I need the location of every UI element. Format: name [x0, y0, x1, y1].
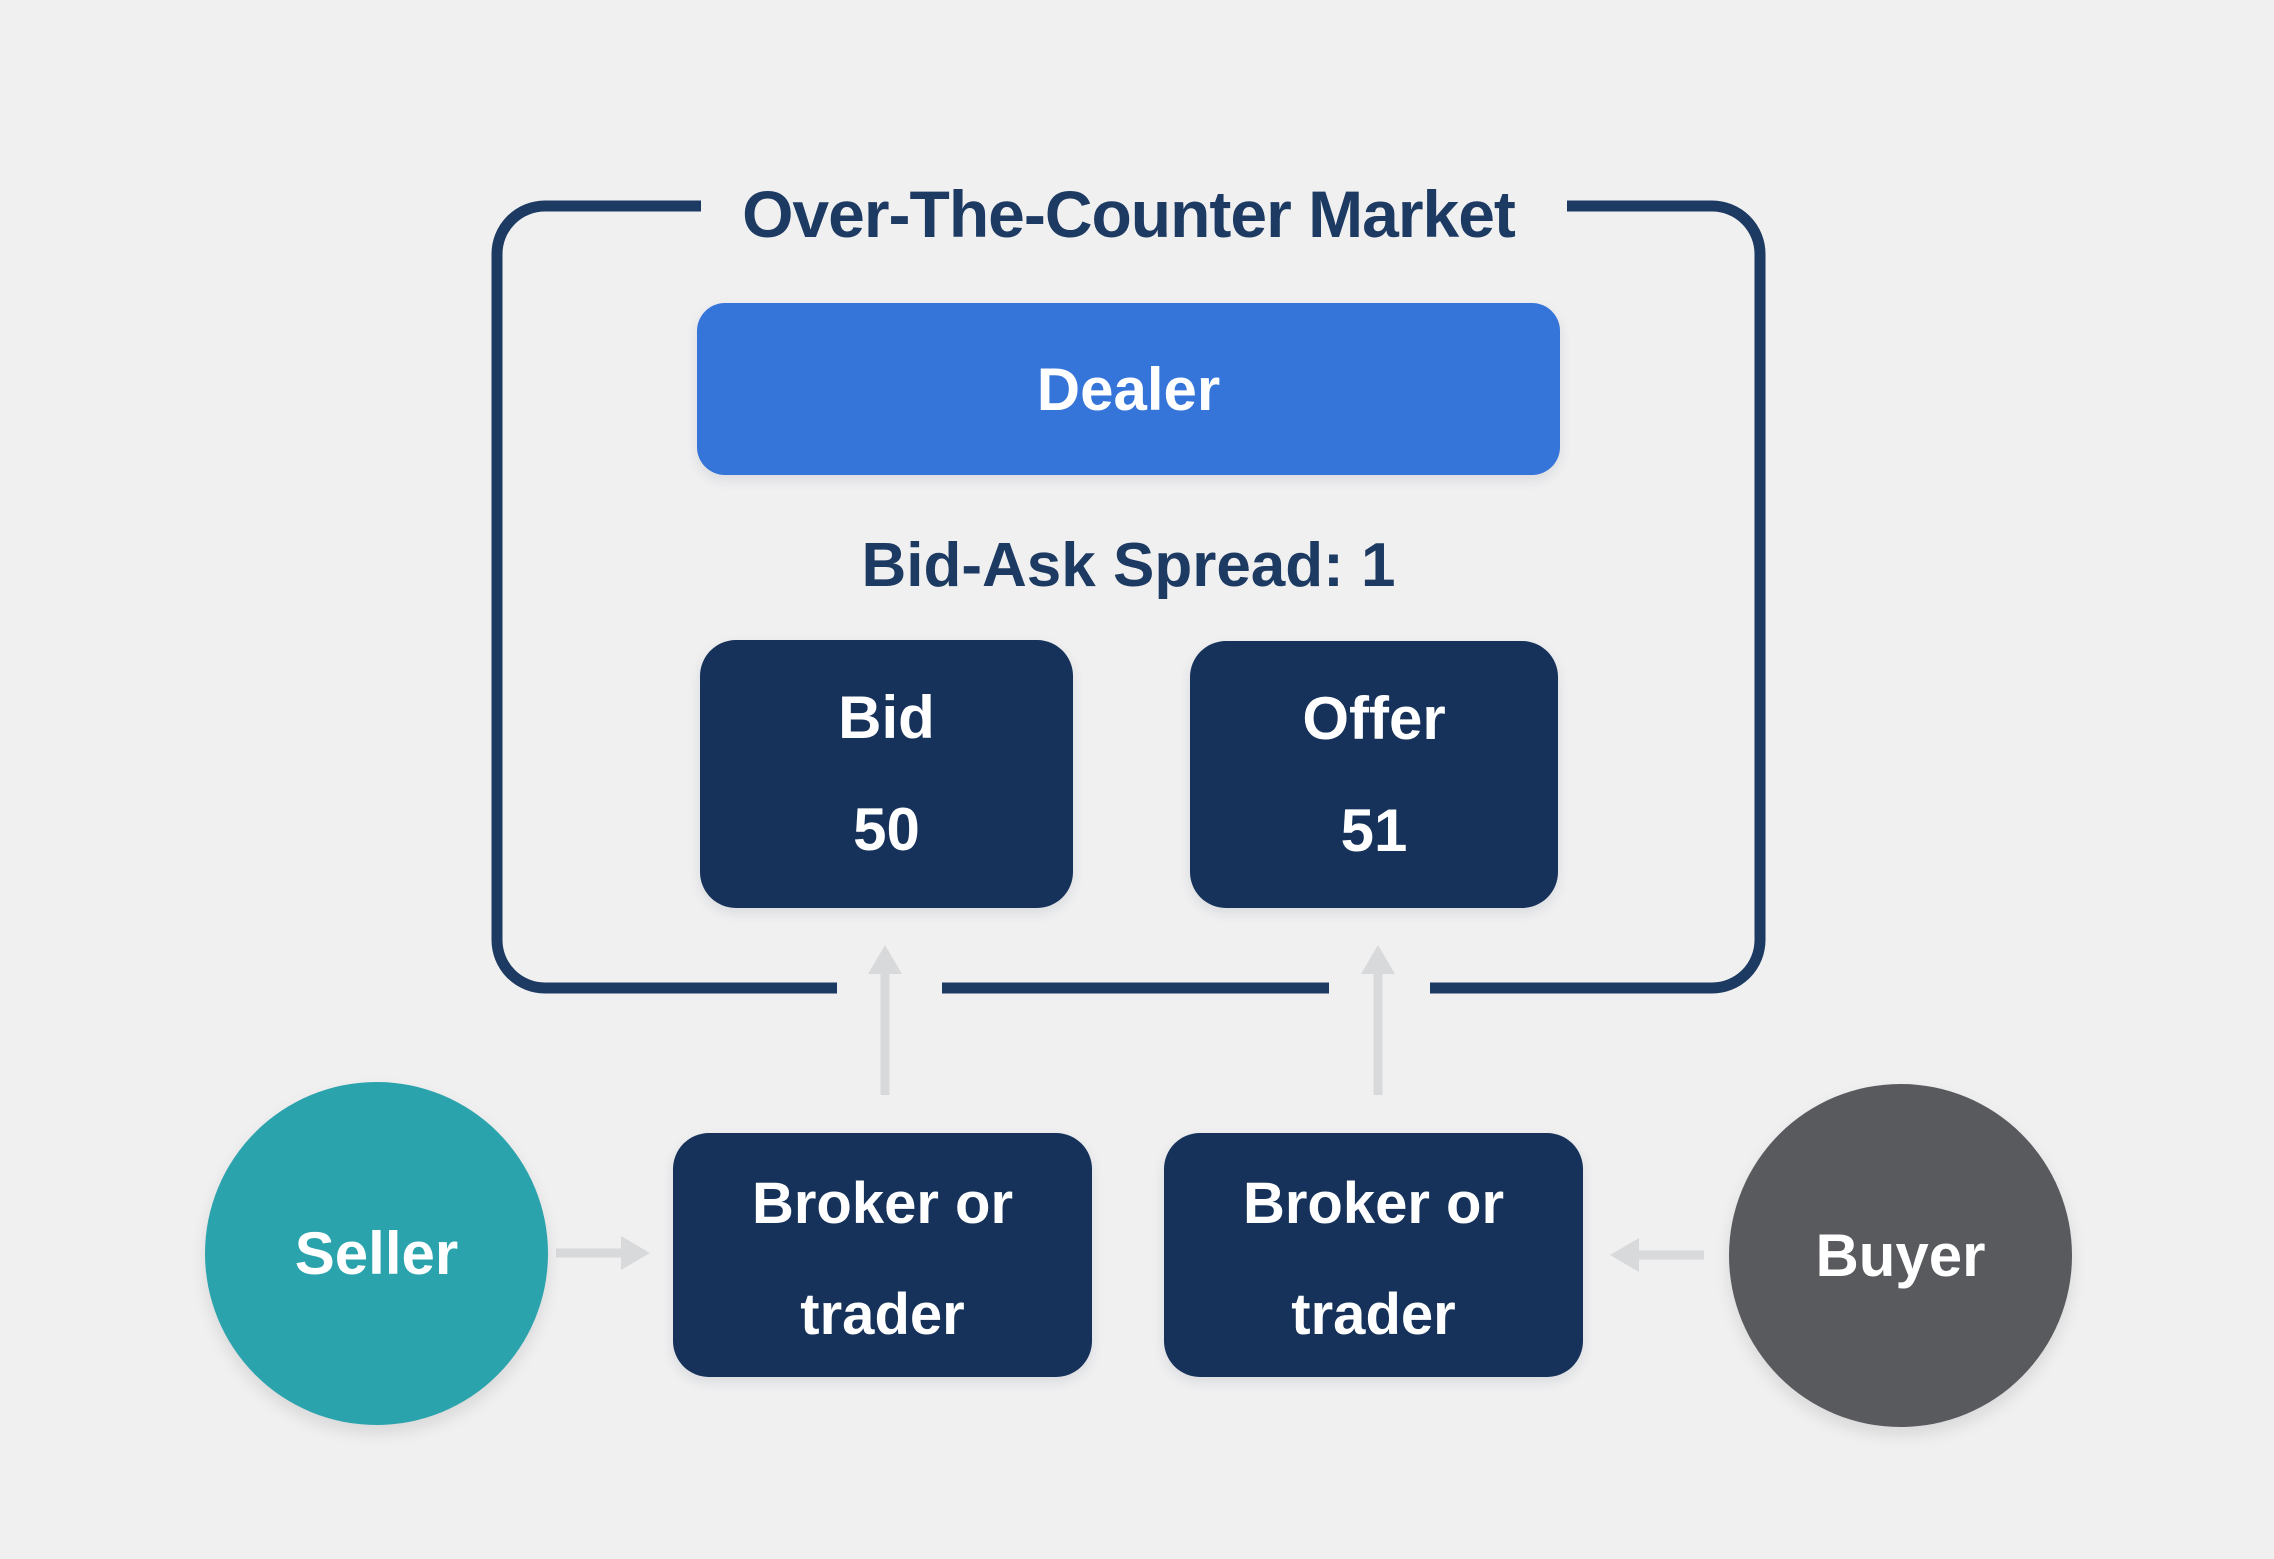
dealer-label: Dealer: [1036, 355, 1221, 423]
broker-left-line1: Broker or: [751, 1171, 1014, 1236]
otc-border-right-segment: [1430, 200, 1766, 994]
buyer-circle: Buyer: [1729, 1084, 2072, 1427]
offer-value: 51: [1340, 796, 1408, 864]
diagram-title: Over-The-Counter Market: [742, 177, 1516, 251]
offer-box: Offer 51: [1190, 641, 1558, 908]
otc-border-left-segment: [491, 200, 837, 994]
bid-label: Bid: [838, 684, 935, 751]
seller-circle: Seller: [205, 1082, 548, 1425]
seller-to-broker-arrow-icon: [556, 1236, 650, 1270]
bid-ask-spread-label: Bid-Ask Spread: 1: [861, 530, 1396, 600]
broker-left-box: Broker or trader: [673, 1133, 1092, 1377]
broker-right-box: Broker or trader: [1164, 1133, 1583, 1377]
offer-label: Offer: [1302, 684, 1446, 752]
bid-box: Bid 50: [700, 640, 1073, 908]
buyer-to-broker-arrow-icon: [1610, 1238, 1704, 1272]
broker-right-line2: trader: [1291, 1282, 1456, 1347]
broker-left-line2: trader: [800, 1282, 965, 1347]
seller-label: Seller: [294, 1220, 459, 1287]
broker-right-line1: Broker or: [1242, 1171, 1505, 1236]
broker-to-bid-arrow-icon: [868, 945, 902, 1095]
broker-to-offer-arrow-icon: [1361, 945, 1395, 1095]
buyer-label: Buyer: [1815, 1222, 1986, 1289]
bid-value: 50: [853, 796, 920, 863]
dealer-box: Dealer: [697, 303, 1560, 475]
